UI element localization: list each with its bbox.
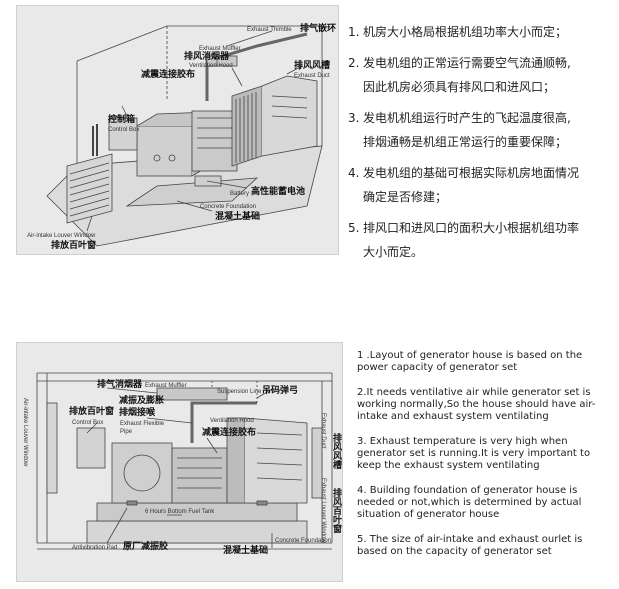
english-notes-list: 1 .Layout of generator house is based on… bbox=[357, 350, 612, 571]
label-louver-window-zh: 排放百叶窗 bbox=[51, 241, 97, 251]
note-item: 2.发电机组的正常运行需要空气流通顺畅, 因此机房必须具有排风口和进风口； bbox=[348, 51, 613, 99]
label-muffler-zh: 排气消烟器 bbox=[97, 380, 143, 390]
note-number: 3. bbox=[348, 111, 360, 125]
label-exhaust-muffler-zh: 排风消烟器 bbox=[184, 52, 230, 62]
label-flex-pipe-zh-2: 排烟接喉 bbox=[119, 408, 156, 418]
label-concrete-foundation-en: Concrete Foundation bbox=[200, 204, 257, 210]
note-text: 发电机组的正常运行需要空气流通顺畅, bbox=[363, 56, 571, 70]
label-antivibration-zh: 原厂减振胶 bbox=[123, 542, 169, 552]
label-suspension-line-zh: 吊码弹弓 bbox=[262, 386, 299, 396]
note-number: 2. bbox=[348, 56, 360, 70]
label-control-box-en: Control Box bbox=[72, 420, 104, 426]
note-item: 3.发电机机组运行时产生的飞起温度很高, 排烟通畅是机组正常运行的重要保障； bbox=[348, 106, 613, 154]
note-text: 排风口和进风口的面积大小根据机组功率 bbox=[363, 221, 580, 235]
label-control-box-zh: 控制箱 bbox=[108, 115, 136, 125]
label-exhaust-duct-zh: 排风风槽 bbox=[294, 61, 331, 71]
generator-room-isometric-diagram: Exhaust Thimble 排气嵌环 Exhaust Muffler 排风消… bbox=[16, 5, 339, 255]
label-exhaust-thimble-zh: 排气嵌环 bbox=[300, 24, 337, 34]
note-item: 5. The size of air-intake and exhaust ou… bbox=[357, 534, 583, 557]
note-item: 3. Exhaust temperature is very high when… bbox=[357, 436, 591, 471]
label-battery-en: Battery bbox=[230, 191, 250, 197]
label-intake-louver-vertical-en: Air-intake Louver Window bbox=[22, 398, 28, 467]
label-battery-zh: 高性能蓄电池 bbox=[251, 187, 306, 197]
generator-room-section-diagram: Air-intake Louver Window 排气消烟器 Exhaust M… bbox=[16, 342, 343, 582]
note-item: 1.机房大小格局根据机组功率大小而定； bbox=[348, 20, 613, 44]
note-number: 5. bbox=[348, 221, 360, 235]
label-exhaust-duct-en: Exhaust Duct bbox=[294, 73, 330, 79]
note-text: 发电机机组运行时产生的飞起温度很高, bbox=[363, 111, 571, 125]
label-vent-hood-en: Ventilation Hood bbox=[210, 418, 254, 424]
label-antivibration-en: Antivibration Pad bbox=[72, 545, 118, 551]
label-exhaust-duct-vertical-zh: 排风风槽 bbox=[331, 433, 341, 469]
section-room-drawing bbox=[36, 372, 333, 550]
label-concrete-foundation-zh: 混凝土基础 bbox=[223, 546, 269, 556]
label-exhaust-louver-vertical-zh: 排风百叶窗 bbox=[331, 488, 341, 533]
note-item: 1 .Layout of generator house is based on… bbox=[357, 350, 583, 373]
note-number: 4. bbox=[348, 166, 360, 180]
note-text-continuation: 确定是否修建； bbox=[363, 190, 448, 204]
isometric-room-drawing bbox=[46, 25, 323, 247]
label-ventilation-hood-en: Ventilation Hood bbox=[189, 63, 233, 69]
label-control-box-en: Control Box bbox=[108, 127, 140, 133]
note-text-continuation: 排烟通畅是机组正常运行的重要保障； bbox=[363, 135, 568, 149]
note-text: 发电机组的基础可根据实际机房地面情况 bbox=[363, 166, 580, 180]
chinese-notes-list: 1.机房大小格局根据机组功率大小而定； 2.发电机组的正常运行需要空气流通顺畅, 因… bbox=[348, 20, 613, 271]
note-number: 1. bbox=[348, 25, 360, 39]
label-louver-zh: 排放百叶窗 bbox=[69, 407, 115, 417]
note-item: 2.It needs ventilative air while generat… bbox=[357, 387, 596, 422]
label-flex-cloth-zh: 减震连接胶布 bbox=[202, 428, 257, 438]
note-item: 5.排风口和进风口的面积大小根据机组功率大小而定。 bbox=[348, 216, 613, 264]
note-text-continuation: 大小而定。 bbox=[363, 245, 424, 259]
label-flex-pipe-zh-1: 减振及膨胀 bbox=[119, 396, 165, 406]
label-fuel-tank-en: 6 Hours Bottom Fuel Tank bbox=[145, 509, 215, 515]
label-suspension-line-en: Suspension Line bbox=[217, 389, 262, 395]
label-exhaust-muffler-en: Exhaust Muffler bbox=[199, 46, 241, 52]
label-louver-window-en: Air-intake Louver Window bbox=[27, 233, 96, 239]
label-muffler-en: Exhaust Muffler bbox=[145, 383, 187, 389]
note-item: 4.发电机组的基础可根据实际机房地面情况确定是否修建； bbox=[348, 161, 613, 209]
label-flex-cloth-zh: 减震连接胶布 bbox=[141, 70, 196, 80]
label-concrete-foundation-zh: 混凝土基础 bbox=[215, 212, 261, 222]
label-flex-pipe-en-2: Pipe bbox=[120, 429, 133, 435]
note-text-continuation: 因此机房必须具有排风口和进风口； bbox=[363, 80, 556, 94]
label-concrete-foundation-en: Concrete Foundation bbox=[275, 538, 332, 544]
label-flex-pipe-en-1: Exhaust Flexible bbox=[120, 421, 165, 427]
note-item: 4. Building foundation of generator hous… bbox=[357, 485, 582, 520]
label-exhaust-duct-vertical-en: Exhaust Duct bbox=[320, 413, 326, 449]
label-exhaust-louver-vertical-en: Exhaust Louver Window bbox=[320, 478, 326, 543]
label-exhaust-thimble-en: Exhaust Thimble bbox=[247, 27, 292, 33]
note-text: 机房大小格局根据机组功率大小而定； bbox=[363, 25, 568, 39]
